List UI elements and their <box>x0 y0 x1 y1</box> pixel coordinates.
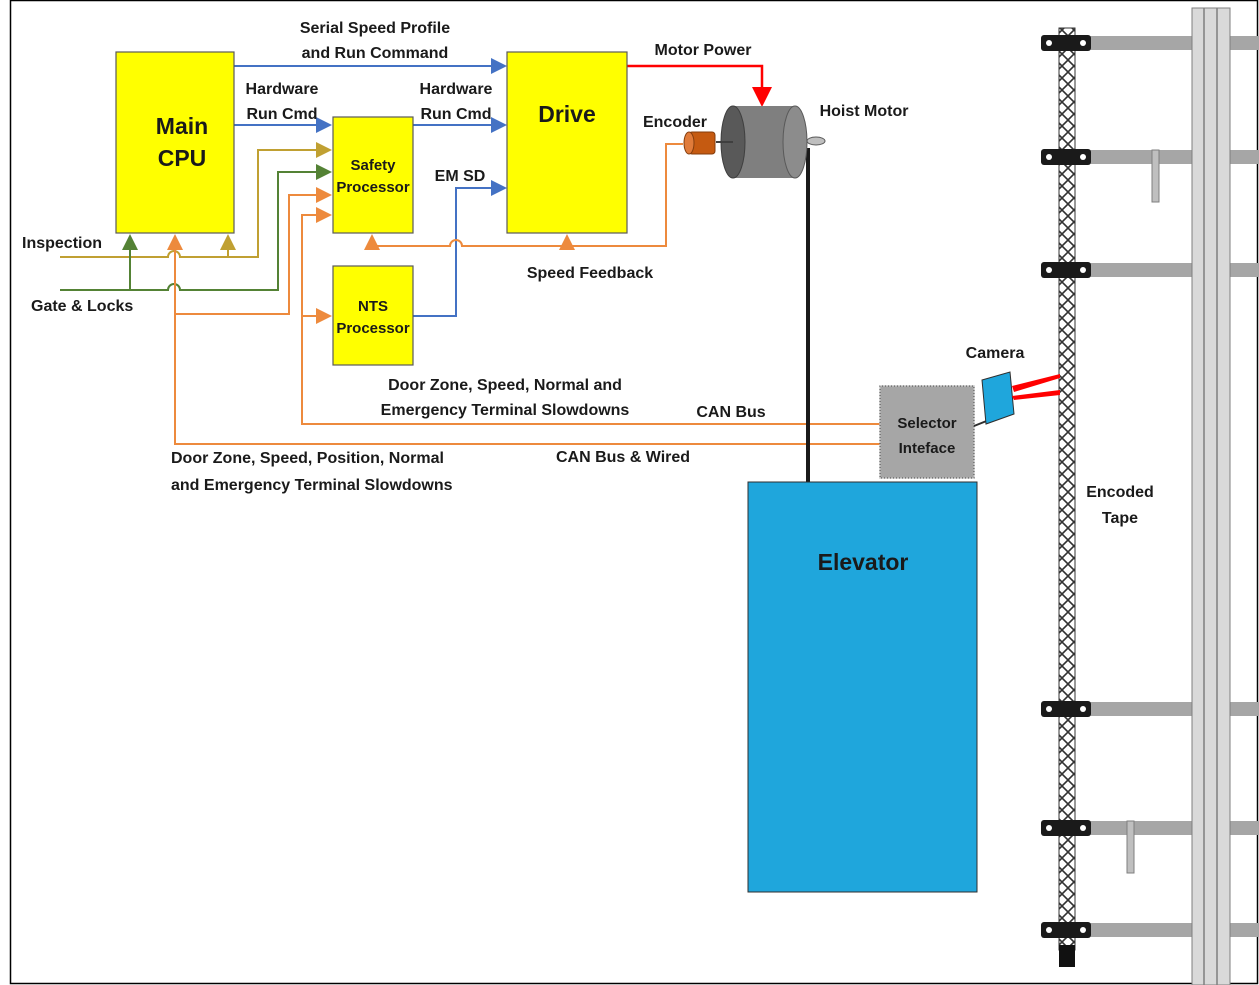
can-bus-to-safety-wire <box>301 207 332 316</box>
can-bus-wire <box>301 308 890 425</box>
hoist-motor-label: Hoist Motor <box>820 103 909 120</box>
main-cpu-block: Main CPU <box>115 51 235 234</box>
safety-hw-run-cmd-label-1: Hardware <box>420 81 493 98</box>
can-bus-wired-wire <box>167 234 890 445</box>
gate-locks-label: Gate & Locks <box>31 298 133 315</box>
door-zone-upper-label-1: Door Zone, Speed, Normal and <box>388 377 622 394</box>
door-zone-upper-label-2: Emergency Terminal Slowdowns <box>381 402 630 419</box>
can-bus-label: CAN Bus <box>696 404 765 421</box>
encoder <box>683 131 716 155</box>
camera <box>973 371 1060 427</box>
serial-speed-profile-label-1: Serial Speed Profile <box>300 20 450 37</box>
motor-power-wire <box>627 64 772 107</box>
can-bus-wired-label: CAN Bus & Wired <box>556 449 690 466</box>
speed-feedback-label: Speed Feedback <box>527 265 653 282</box>
em-sd-wire <box>413 180 507 317</box>
door-zone-lower-label-2: and Emergency Terminal Slowdowns <box>171 477 453 494</box>
main-cpu-label-2: CPU <box>158 145 207 171</box>
speed-feedback-wire <box>364 143 683 250</box>
main-cpu-label-1: Main <box>156 113 208 139</box>
motor-power-label: Motor Power <box>655 42 752 59</box>
selector-interface: Selector Inteface <box>879 385 975 479</box>
encoder-label: Encoder <box>643 114 707 131</box>
can-bus-wired-to-safety-wire <box>175 187 332 315</box>
frame-border <box>9 0 1259 985</box>
selector-interface-label-2: Inteface <box>899 440 956 457</box>
hoistway-rails <box>1072 7 1259 985</box>
door-zone-lower-label-1: Door Zone, Speed, Position, Normal <box>171 450 444 467</box>
drive-block: Drive <box>506 51 628 234</box>
elevator-car: Elevator <box>747 481 978 893</box>
cpu-hw-run-cmd-label-1: Hardware <box>246 81 319 98</box>
safety-processor-label-2: Processor <box>336 179 410 196</box>
nts-processor-label-1: NTS <box>358 298 388 315</box>
safety-hw-run-cmd-label-2: Run Cmd <box>420 106 491 123</box>
camera-label: Camera <box>966 345 1025 362</box>
selector-interface-label-1: Selector <box>897 415 956 432</box>
nts-processor-label-2: Processor <box>336 320 410 337</box>
nts-processor-block: NTS Processor <box>332 265 414 366</box>
safety-processor-label-1: Safety <box>350 157 396 174</box>
drive-label: Drive <box>538 101 596 127</box>
safety-processor-block: Safety Processor <box>332 116 414 234</box>
elevator-label: Elevator <box>818 549 909 575</box>
cpu-hw-run-cmd-label-2: Run Cmd <box>246 106 317 123</box>
encoded-tape-label-2: Tape <box>1102 510 1138 527</box>
encoded-tape <box>1041 27 1091 967</box>
tape-clips <box>1041 35 1091 938</box>
serial-speed-profile-label-2: and Run Command <box>302 45 449 62</box>
em-sd-label: EM SD <box>435 168 486 185</box>
inspection-label: Inspection <box>22 235 102 252</box>
hoist-motor <box>716 105 826 482</box>
encoded-tape-label-1: Encoded <box>1086 484 1154 501</box>
